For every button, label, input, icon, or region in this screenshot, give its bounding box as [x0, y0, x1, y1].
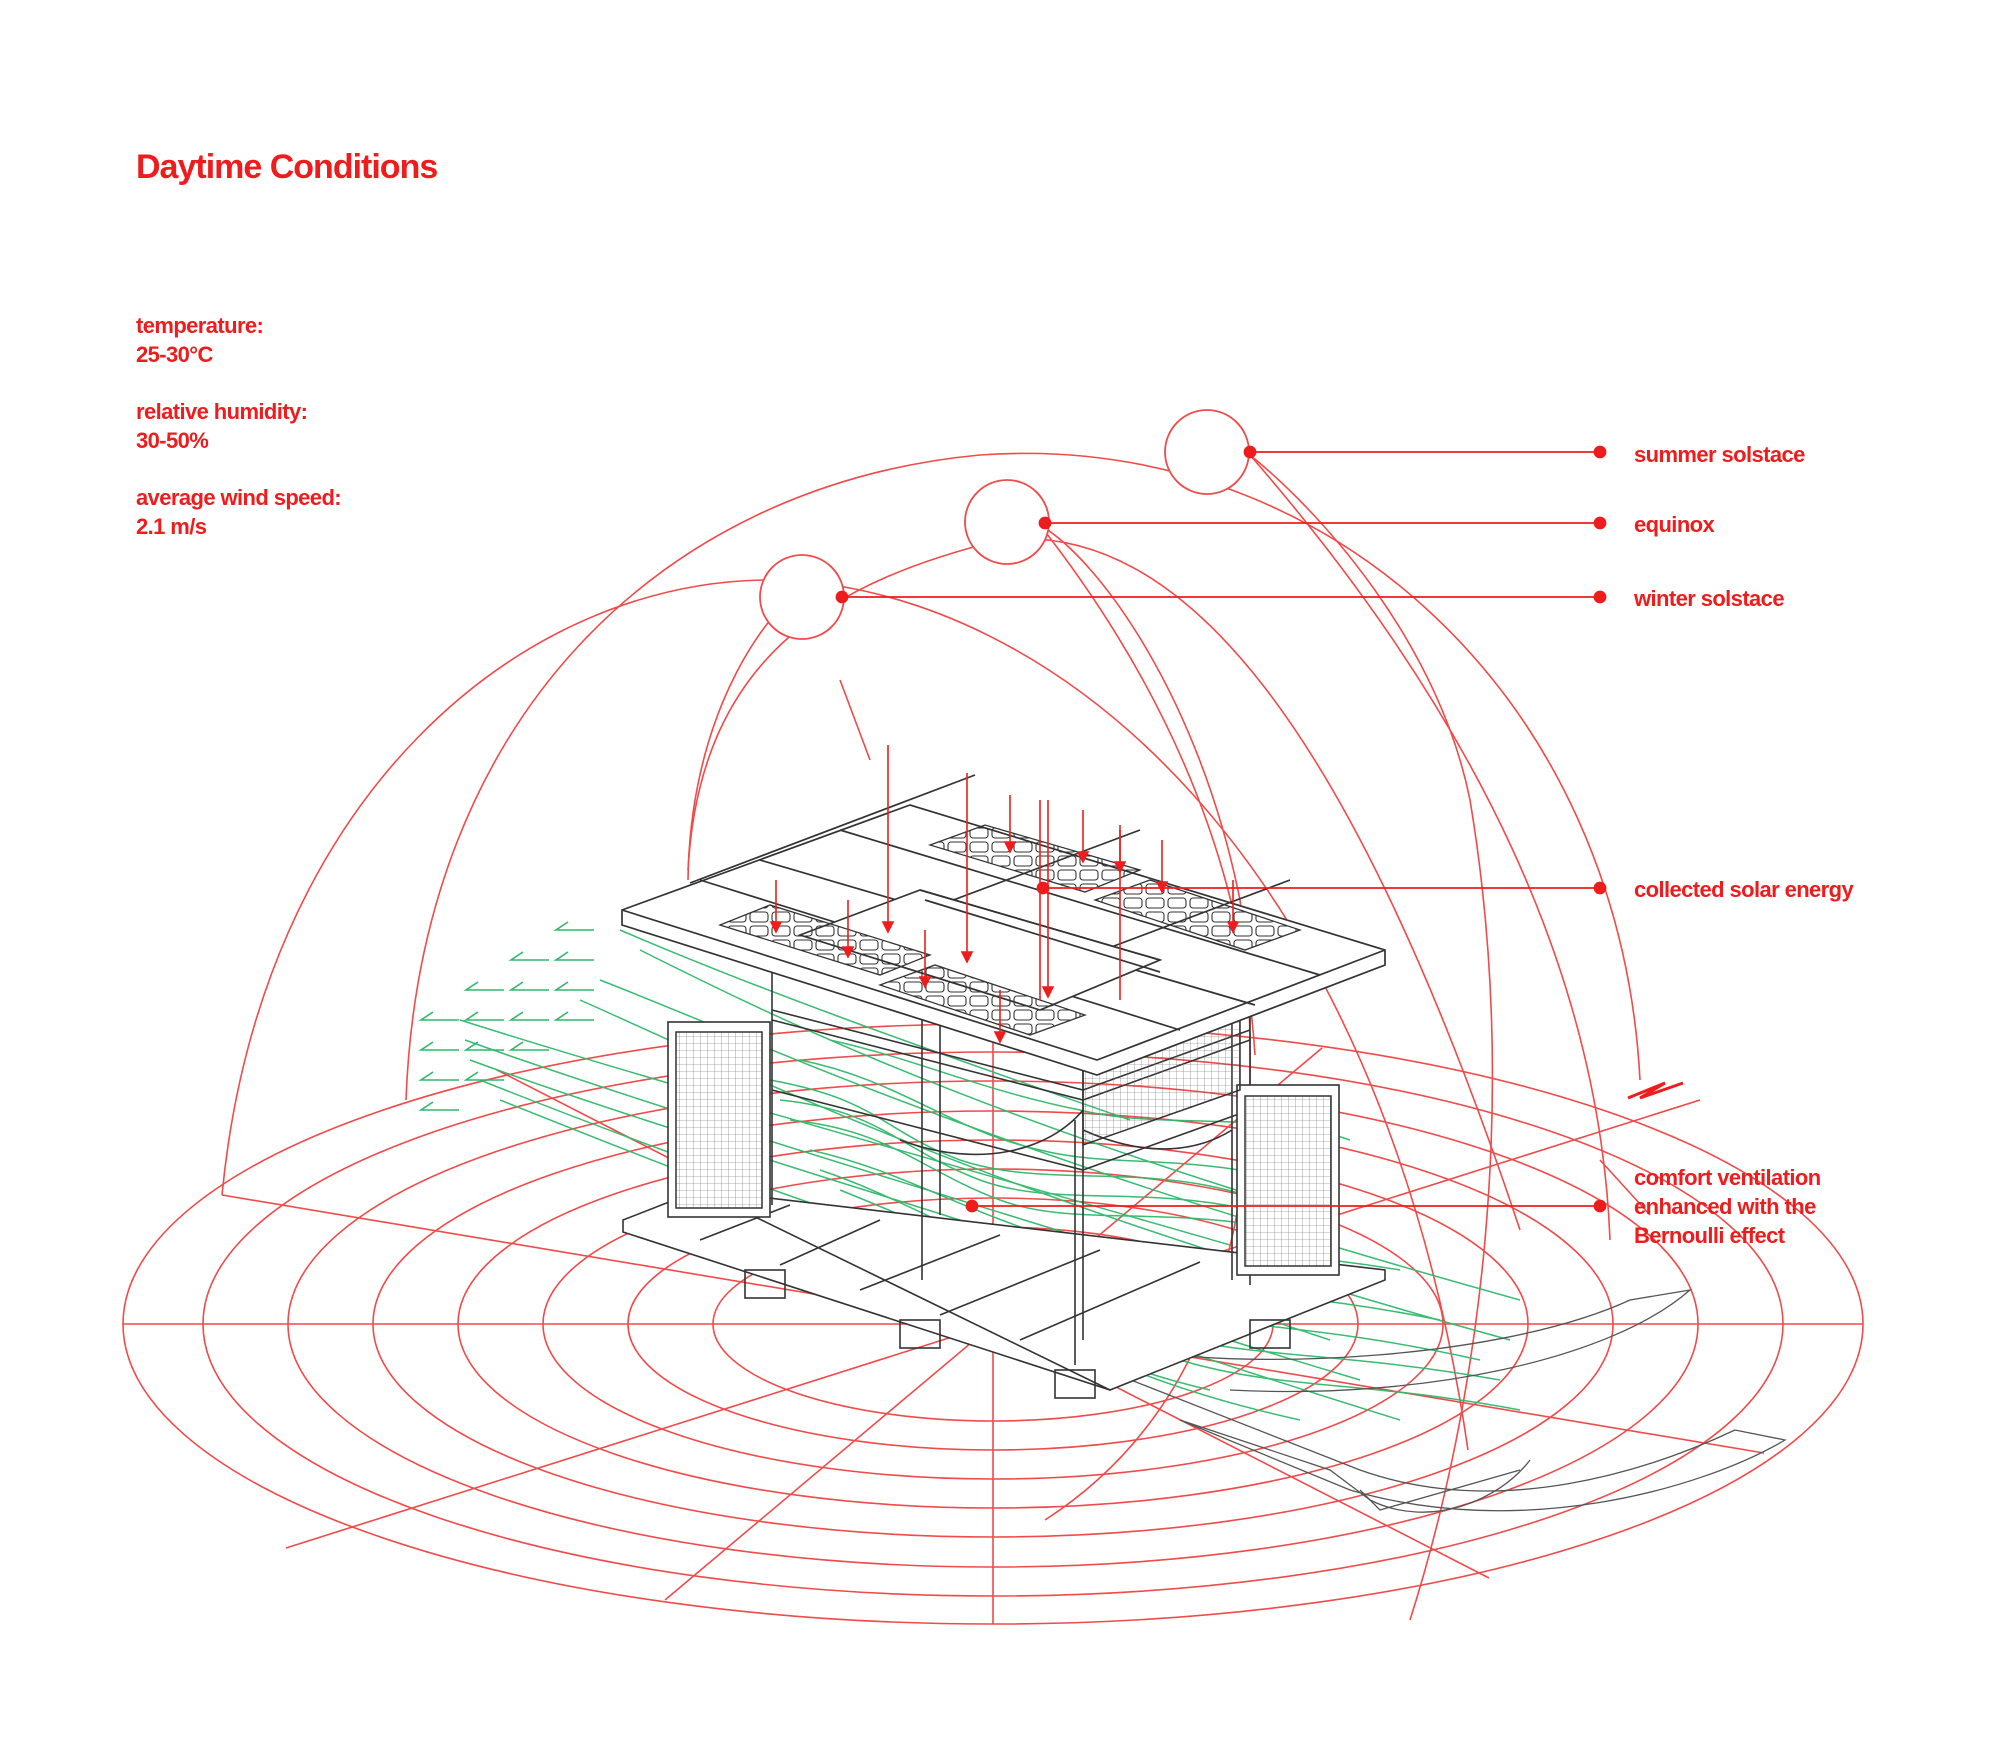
temperature-value: 25-30°C — [136, 342, 213, 367]
equinox-label: equinox — [1634, 512, 1715, 537]
temperature-stat: temperature: 25-30°C — [136, 311, 264, 369]
ventilation-line-3: Bernoulli effect — [1634, 1223, 1785, 1248]
shadow-outline — [1079, 1288, 1787, 1513]
wind-speed-stat: average wind speed: 2.1 m/s — [136, 483, 342, 541]
humidity-value: 30-50% — [136, 428, 209, 453]
winter-solstice-label: winter solstace — [1634, 586, 1785, 611]
diagram-title: Daytime Conditions — [136, 148, 438, 186]
callout-leaders — [835, 445, 1607, 1213]
solar-arrows — [769, 745, 1240, 1044]
sun-path-arcs — [221, 452, 1641, 1621]
ventilation-line-2: enhanced with the — [1634, 1194, 1816, 1219]
sun-icon — [759, 554, 845, 640]
ventilation-line-1: comfort ventilation — [1634, 1165, 1821, 1190]
solar-energy-label: collected solar energy — [1634, 877, 1854, 902]
humidity-stat: relative humidity: 30-50% — [136, 397, 308, 455]
ventilation-label: comfort ventilation enhanced with the Be… — [1634, 1163, 1821, 1250]
north-arrow-icon — [1627, 1081, 1684, 1100]
sun-icon — [1164, 409, 1250, 495]
wind-speed-value: 2.1 m/s — [136, 514, 207, 539]
temperature-label: temperature: — [136, 313, 264, 338]
wind-arrows — [418, 921, 594, 1111]
sun-icon — [964, 479, 1050, 565]
humidity-label: relative humidity: — [136, 399, 308, 424]
wind-speed-label: average wind speed: — [136, 485, 342, 510]
sun-markers — [759, 409, 1250, 640]
solar-panels — [718, 824, 1302, 1036]
summer-solstice-label: summer solstace — [1634, 442, 1805, 467]
